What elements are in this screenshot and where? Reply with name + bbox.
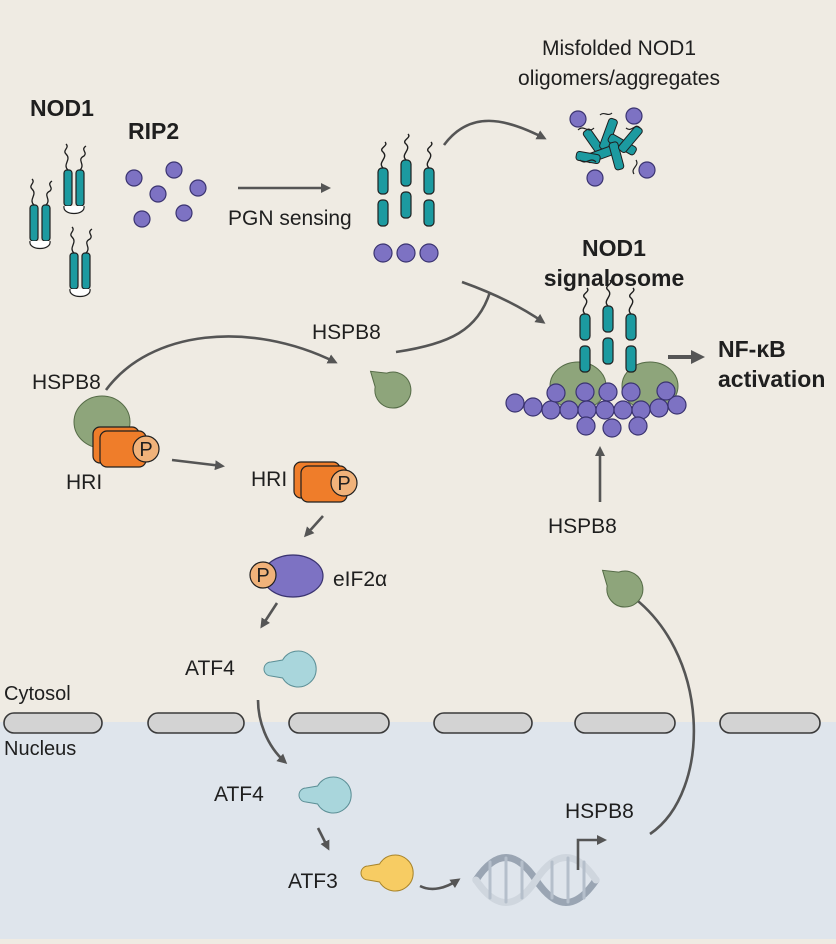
hspb8-release-arrow (104, 335, 338, 391)
label-nfkb: NF-κB (718, 336, 786, 362)
label-hspb8-right: HSPB8 (548, 515, 617, 538)
oligomer-to-signalosome-arrow (461, 280, 546, 324)
label-nucleus: Nucleus (4, 738, 76, 760)
label-hri-mid: HRI (251, 468, 287, 491)
nod1-signalosome (505, 279, 687, 438)
atf4-to-atf3-arrow (316, 827, 330, 851)
label-signalosome-2: signalosome (544, 265, 685, 291)
hri-active (293, 461, 358, 503)
eif2a-phospho (249, 554, 324, 598)
nod1-activated-oligomer (373, 133, 439, 263)
label-signalosome-1: NOD1 (582, 235, 646, 261)
label-cytosol: Cytosol (4, 683, 71, 705)
transcription-start-arrow (576, 835, 607, 870)
label-p-hri-left: P (139, 439, 152, 461)
atf3-to-gene-arrow (419, 878, 461, 891)
label-hspb8-left: HSPB8 (32, 371, 101, 394)
nod1-aggregate (569, 107, 656, 187)
label-atf4-cytosol: ATF4 (185, 657, 235, 680)
label-p-eif2a: P (256, 565, 269, 587)
hri-release-arrow (171, 458, 225, 471)
label-atf3: ATF3 (288, 870, 338, 893)
label-pgn-sensing: PGN sensing (228, 207, 352, 230)
hri-to-eif2a-arrow (303, 515, 324, 538)
hspb8-expression-arrow (623, 590, 696, 836)
label-hspb8-gene: HSPB8 (565, 800, 634, 823)
cytosol-region (0, 0, 836, 722)
aggregation-arrow (442, 119, 547, 146)
label-hspb8-top: HSPB8 (312, 321, 381, 344)
label-hri-left: HRI (66, 471, 102, 494)
hspb8-to-signalosome-arrow (395, 291, 492, 354)
hspb8-hri-complex (73, 395, 160, 468)
label-p-hri-mid: P (337, 473, 350, 495)
label-atf4-nucleus: ATF4 (214, 783, 264, 806)
eif2a-to-atf4-arrow (260, 602, 279, 629)
label-eif2a: eIF2α (333, 568, 387, 591)
nucleus-region (0, 722, 836, 939)
label-misfolded-1: Misfolded NOD1 (542, 37, 696, 60)
label-nfkb-activation: activation (718, 366, 825, 392)
label-misfolded-2: oligomers/aggregates (518, 67, 720, 90)
atf4-import-arrow (256, 699, 288, 765)
rip2-molecules (125, 161, 207, 228)
label-nod1: NOD1 (30, 95, 94, 121)
label-rip2: RIP2 (128, 118, 179, 144)
nuclear-membrane (3, 712, 821, 734)
